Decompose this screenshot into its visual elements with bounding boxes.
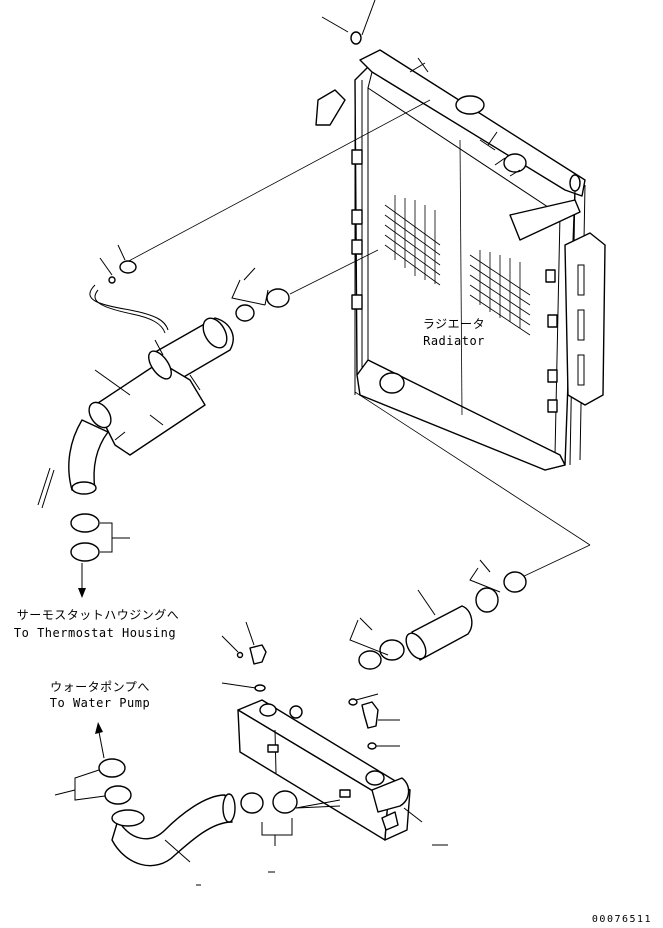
hose-clamp [272, 790, 298, 814]
washer [108, 276, 116, 284]
lower-curved-hose [111, 794, 233, 867]
drawing-number: 00076511 [591, 914, 653, 925]
water-pump-label-en: To Water Pump [49, 696, 151, 710]
o-ring [367, 742, 377, 750]
hose-end [71, 481, 97, 495]
upper-water-pipe [94, 361, 206, 456]
radiator-label-jp: ラジエータ [422, 317, 486, 331]
core-mesh-lower [469, 250, 531, 336]
bracket [545, 269, 556, 283]
radiator-lower-outlet [379, 372, 405, 394]
o-ring [348, 698, 358, 706]
hose-clamp [104, 785, 132, 805]
hose-clamp [70, 542, 100, 562]
radiator-cap [455, 95, 485, 115]
hose-clamp [235, 304, 255, 322]
lower-straight-hose [411, 605, 473, 661]
bracket [351, 239, 363, 255]
core-mesh-upper [384, 195, 441, 286]
hose-end [222, 793, 236, 823]
hose-end [111, 809, 145, 827]
bracket [351, 149, 363, 165]
bracket [547, 399, 558, 413]
manifold-outlet [371, 777, 410, 813]
elbow-fitting [361, 701, 379, 729]
bracket [547, 314, 558, 328]
water-manifold-assembly [221, 621, 448, 846]
mount-tab [339, 789, 351, 798]
hose-clamp [266, 288, 290, 308]
bracket [351, 209, 363, 225]
hose-clamp-small [119, 260, 137, 274]
arrow-down-icon [78, 588, 86, 598]
lower-hose-assembly [54, 722, 341, 886]
arrow-up-icon [95, 722, 103, 734]
upper-hose-assembly [37, 99, 431, 598]
bolt [569, 174, 581, 192]
water-pump-label-jp: ウォータポンプへ [50, 680, 150, 694]
hose-clamp [98, 758, 126, 778]
thermostat-label-en: To Thermostat Housing [13, 626, 177, 640]
bracket [547, 369, 558, 383]
elbow-hose [68, 419, 109, 491]
hose-clamp [503, 571, 527, 593]
side-guard-plate [564, 232, 606, 406]
o-ring [254, 684, 266, 692]
top-bolt [350, 31, 362, 45]
hose-clamp [70, 513, 100, 533]
hose-clamp [475, 587, 499, 613]
upper-right-stay [509, 199, 581, 241]
upper-left-stay [315, 89, 346, 126]
radiator-assembly [315, 0, 606, 471]
hose-clamp [240, 792, 264, 814]
lower-radiator-connection [349, 391, 591, 670]
elbow-fitting [249, 644, 267, 665]
thermostat-label-jp: サーモスタットハウジングへ [16, 608, 180, 622]
mount-tab [267, 744, 279, 753]
pipe-flange [88, 401, 112, 429]
radiator-upper-outlet [503, 153, 527, 173]
pipe-band [148, 350, 172, 380]
radiator-label-en: Radiator [423, 334, 485, 348]
hose-clamp [358, 650, 382, 670]
bracket [351, 294, 363, 310]
hose-clamp [379, 639, 405, 661]
